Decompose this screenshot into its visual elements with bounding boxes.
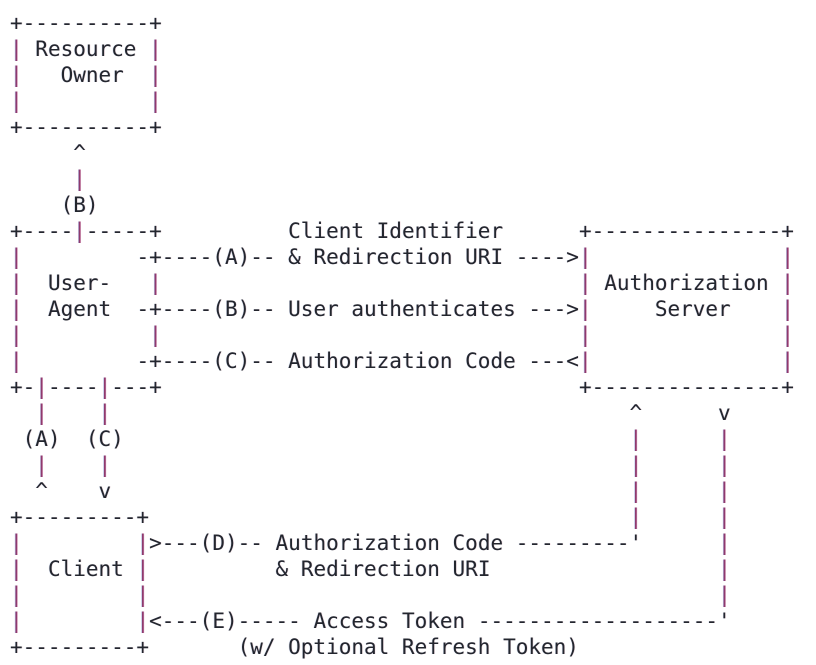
pipe-glyph: | [781,349,794,373]
diagram-line: | Resource | [10,37,162,61]
pipe-glyph: | [10,557,23,581]
diagram-line: | Client | & Redirection URI | [10,557,731,581]
diagram-line: | -+----(C)-- Authorization Code ---<| | [10,349,794,373]
diagram-line: +----------+ [10,115,162,139]
diagram-line: | [10,166,816,192]
pipe-glyph: | [781,323,794,347]
diagram-line: +----------+ [10,11,162,35]
pipe-glyph: | [578,349,592,373]
diagram-line: +-|----|---+ +---------------+ [10,375,794,399]
diagram-line: | | ^ v [35,401,731,425]
pipe-glyph: | [718,427,731,451]
pipe-glyph: | [718,505,731,529]
pipe-glyph: | [718,583,731,607]
pipe-glyph: | [10,245,23,269]
pipe-glyph: | [10,63,23,87]
pipe-glyph: | [629,427,643,451]
pipe-glyph: | [10,583,23,607]
pipe-glyph: | [10,609,23,633]
pipe-glyph: | [718,557,731,581]
pipe-glyph: | [149,63,162,87]
pipe-glyph: | [781,271,794,295]
diagram-line: | | | | [10,452,816,478]
pipe-glyph: | [718,531,731,555]
pipe-glyph: | [149,89,162,113]
diagram-line: | Agent -+----(B)-- User authenticates -… [10,297,794,321]
diagram-line: | User- | | Authorization | [10,271,794,295]
pipe-glyph: | [136,557,150,581]
pipe-glyph: | [35,401,48,425]
diagram-line: | |<---(E)----- Access Token -----------… [10,609,731,633]
oauth-authorization-code-flow-ascii-diagram: +----------+| Resource || Owner || |+---… [10,10,816,660]
pipe-glyph: | [10,531,23,555]
pipe-glyph: | [10,323,23,347]
diagram-line: (B) [10,193,99,217]
diagram-line: (A) (C) | | [10,427,731,451]
pipe-glyph: | [578,245,592,269]
pipe-glyph: | [781,297,794,321]
diagram-line: +---------+ (w/ Optional Refresh Token) [10,635,579,659]
diagram-line: | | | [10,582,816,608]
pipe-glyph: | [136,609,150,633]
diagram-line: ^ [10,141,86,165]
pipe-glyph: | [73,219,86,243]
diagram-line: | |>---(D)-- Authorization Code --------… [10,531,731,555]
pipe-glyph: | [10,349,23,373]
pipe-glyph: | [718,479,731,503]
pipe-glyph: | [73,167,86,191]
pipe-glyph: | [578,271,592,295]
diagram-line: | | [10,88,816,114]
pipe-glyph: | [578,297,592,321]
diagram-line: | Owner | [10,63,162,87]
pipe-glyph: | [629,453,643,477]
pipe-glyph: | [35,453,48,477]
diagram-line: +---------+ | | [10,505,731,529]
pipe-glyph: | [629,505,643,529]
pipe-glyph: | [629,479,643,503]
pipe-glyph: | [10,37,23,61]
pipe-glyph: | [10,297,23,321]
pipe-glyph: | [781,245,794,269]
diagram-line: ^ v | | [10,479,731,503]
pipe-glyph: | [149,271,162,295]
pipe-glyph: | [98,375,112,399]
pipe-glyph: | [98,401,112,425]
pipe-glyph: | [718,453,731,477]
pipe-glyph: | [136,531,150,555]
pipe-glyph: | [136,583,150,607]
pipe-glyph: | [149,37,162,61]
pipe-glyph: | [149,323,162,347]
diagram-line: | -+----(A)-- & Redirection URI ---->| | [10,245,794,269]
pipe-glyph: | [35,375,48,399]
pipe-glyph: | [10,271,23,295]
pipe-glyph: | [10,89,23,113]
diagram-line: | | | | [10,322,816,348]
pipe-glyph: | [98,453,112,477]
pipe-glyph: | [578,323,592,347]
diagram-line: +----|-----+ Client Identifier +--------… [10,219,794,243]
